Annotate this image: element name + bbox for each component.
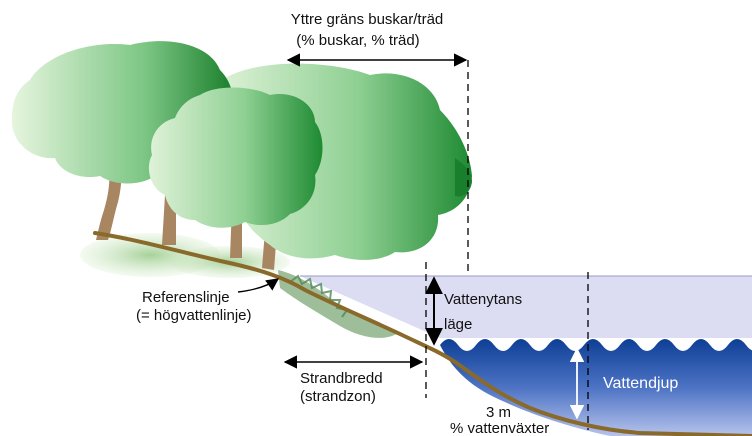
depth-3m-label: 3 m (486, 404, 511, 421)
reference-line-label-line1: Referenslinje (142, 289, 230, 306)
water-body (300, 276, 752, 436)
water-depth-label: Vattendjup (603, 375, 678, 392)
outer-boundary-label-line1: Yttre gräns buskar/träd (291, 11, 444, 28)
water-surface-label-line1: Vattenytans (444, 291, 522, 308)
water-plants-label: % vattenväxter (450, 420, 549, 436)
outer-boundary-label-line2: (% buskar, % träd) (296, 32, 419, 49)
reference-line-pointer (238, 279, 278, 292)
shore-width-label-line2: (strandzon) (300, 388, 376, 405)
trees (12, 41, 472, 270)
reference-line-label-line2: (= högvattenlinje) (136, 307, 252, 324)
shore-width-label-line1: Strandbredd (300, 370, 383, 387)
water-surface-label-line2: läge (444, 316, 472, 333)
